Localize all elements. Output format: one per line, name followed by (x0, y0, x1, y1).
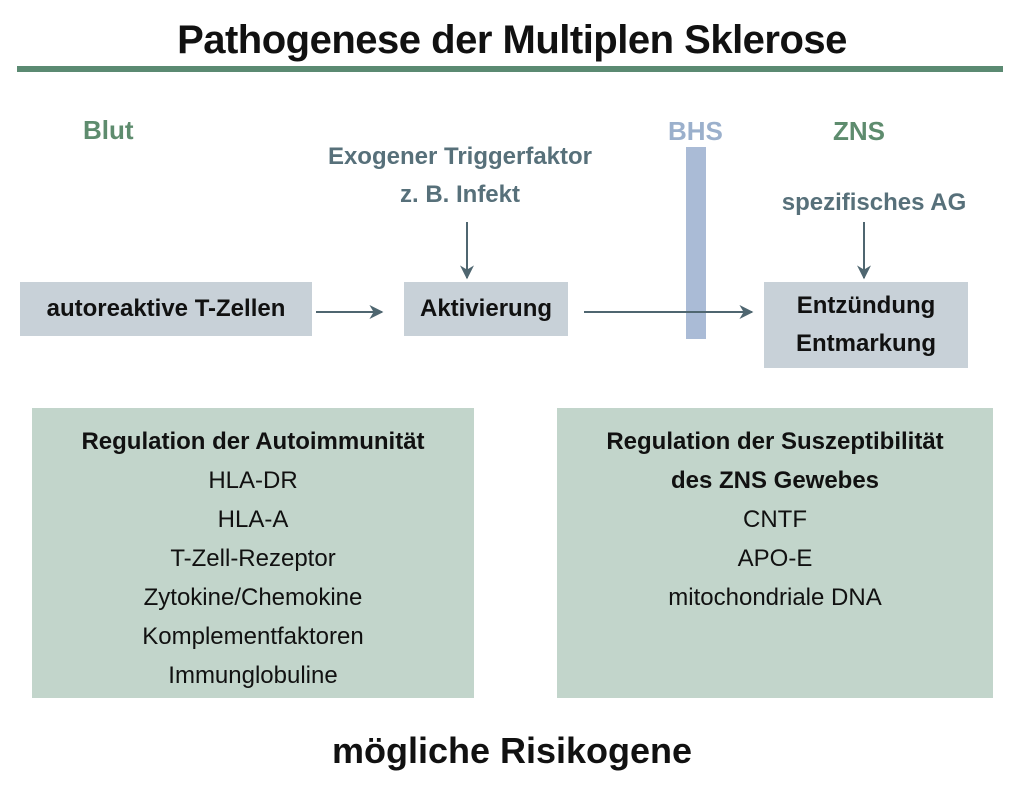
specific-antigen-label: spezifisches AG (781, 189, 967, 216)
node-demyelination-label: Entmarkung (795, 330, 936, 357)
panel-autoimmunity-title: Regulation der Autoimmunität (81, 428, 425, 455)
panel-susceptibility-title-line2: des ZNS Gewebes (670, 467, 880, 494)
risk-gene-item: mitochondriale DNA (668, 584, 882, 611)
risk-gene-item: T-Zell-Rezeptor (170, 545, 336, 572)
node-inflammation-label: Entzündung (796, 292, 936, 319)
panel-susceptibility-regulation: Regulation der Suszeptibilität des ZNS G… (557, 408, 993, 698)
risk-gene-item: Komplementfaktoren (142, 623, 364, 650)
risk-gene-item: HLA-A (217, 506, 289, 533)
exogenous-trigger-line2: z. B. Infekt (399, 181, 520, 208)
diagram-title: Pathogenese der Multiplen Sklerose (177, 18, 847, 62)
node-inflammation-demyelination: Entzündung Entmarkung (764, 282, 968, 368)
exogenous-trigger-label: Exogener Triggerfaktor z. B. Infekt (290, 138, 630, 214)
panel-susceptibility-title-line1: Regulation der Suszeptibilität (606, 428, 944, 455)
risk-gene-item: HLA-DR (208, 467, 298, 494)
region-label-blut: Blut (83, 115, 134, 145)
node-activation: Aktivierung (404, 282, 568, 336)
risk-gene-item: Zytokine/Chemokine (143, 584, 363, 611)
risk-gene-item: Immunglobuline (168, 662, 338, 689)
risk-gene-item: APO-E (737, 545, 813, 572)
region-label-zns: ZNS (833, 116, 885, 146)
exogenous-trigger-line1: Exogener Triggerfaktor (327, 143, 593, 170)
title-underline (17, 66, 1003, 72)
node-autoreactive-t-cells: autoreaktive T-Zellen (20, 282, 312, 336)
panel-autoimmunity-regulation: Regulation der Autoimmunität HLA-DR HLA-… (32, 408, 474, 698)
risk-gene-item: CNTF (743, 506, 807, 533)
region-label-bhs: BHS (668, 116, 723, 146)
blood-brain-barrier-bar (686, 147, 706, 339)
footer-caption: mögliche Risikogene (331, 730, 693, 771)
